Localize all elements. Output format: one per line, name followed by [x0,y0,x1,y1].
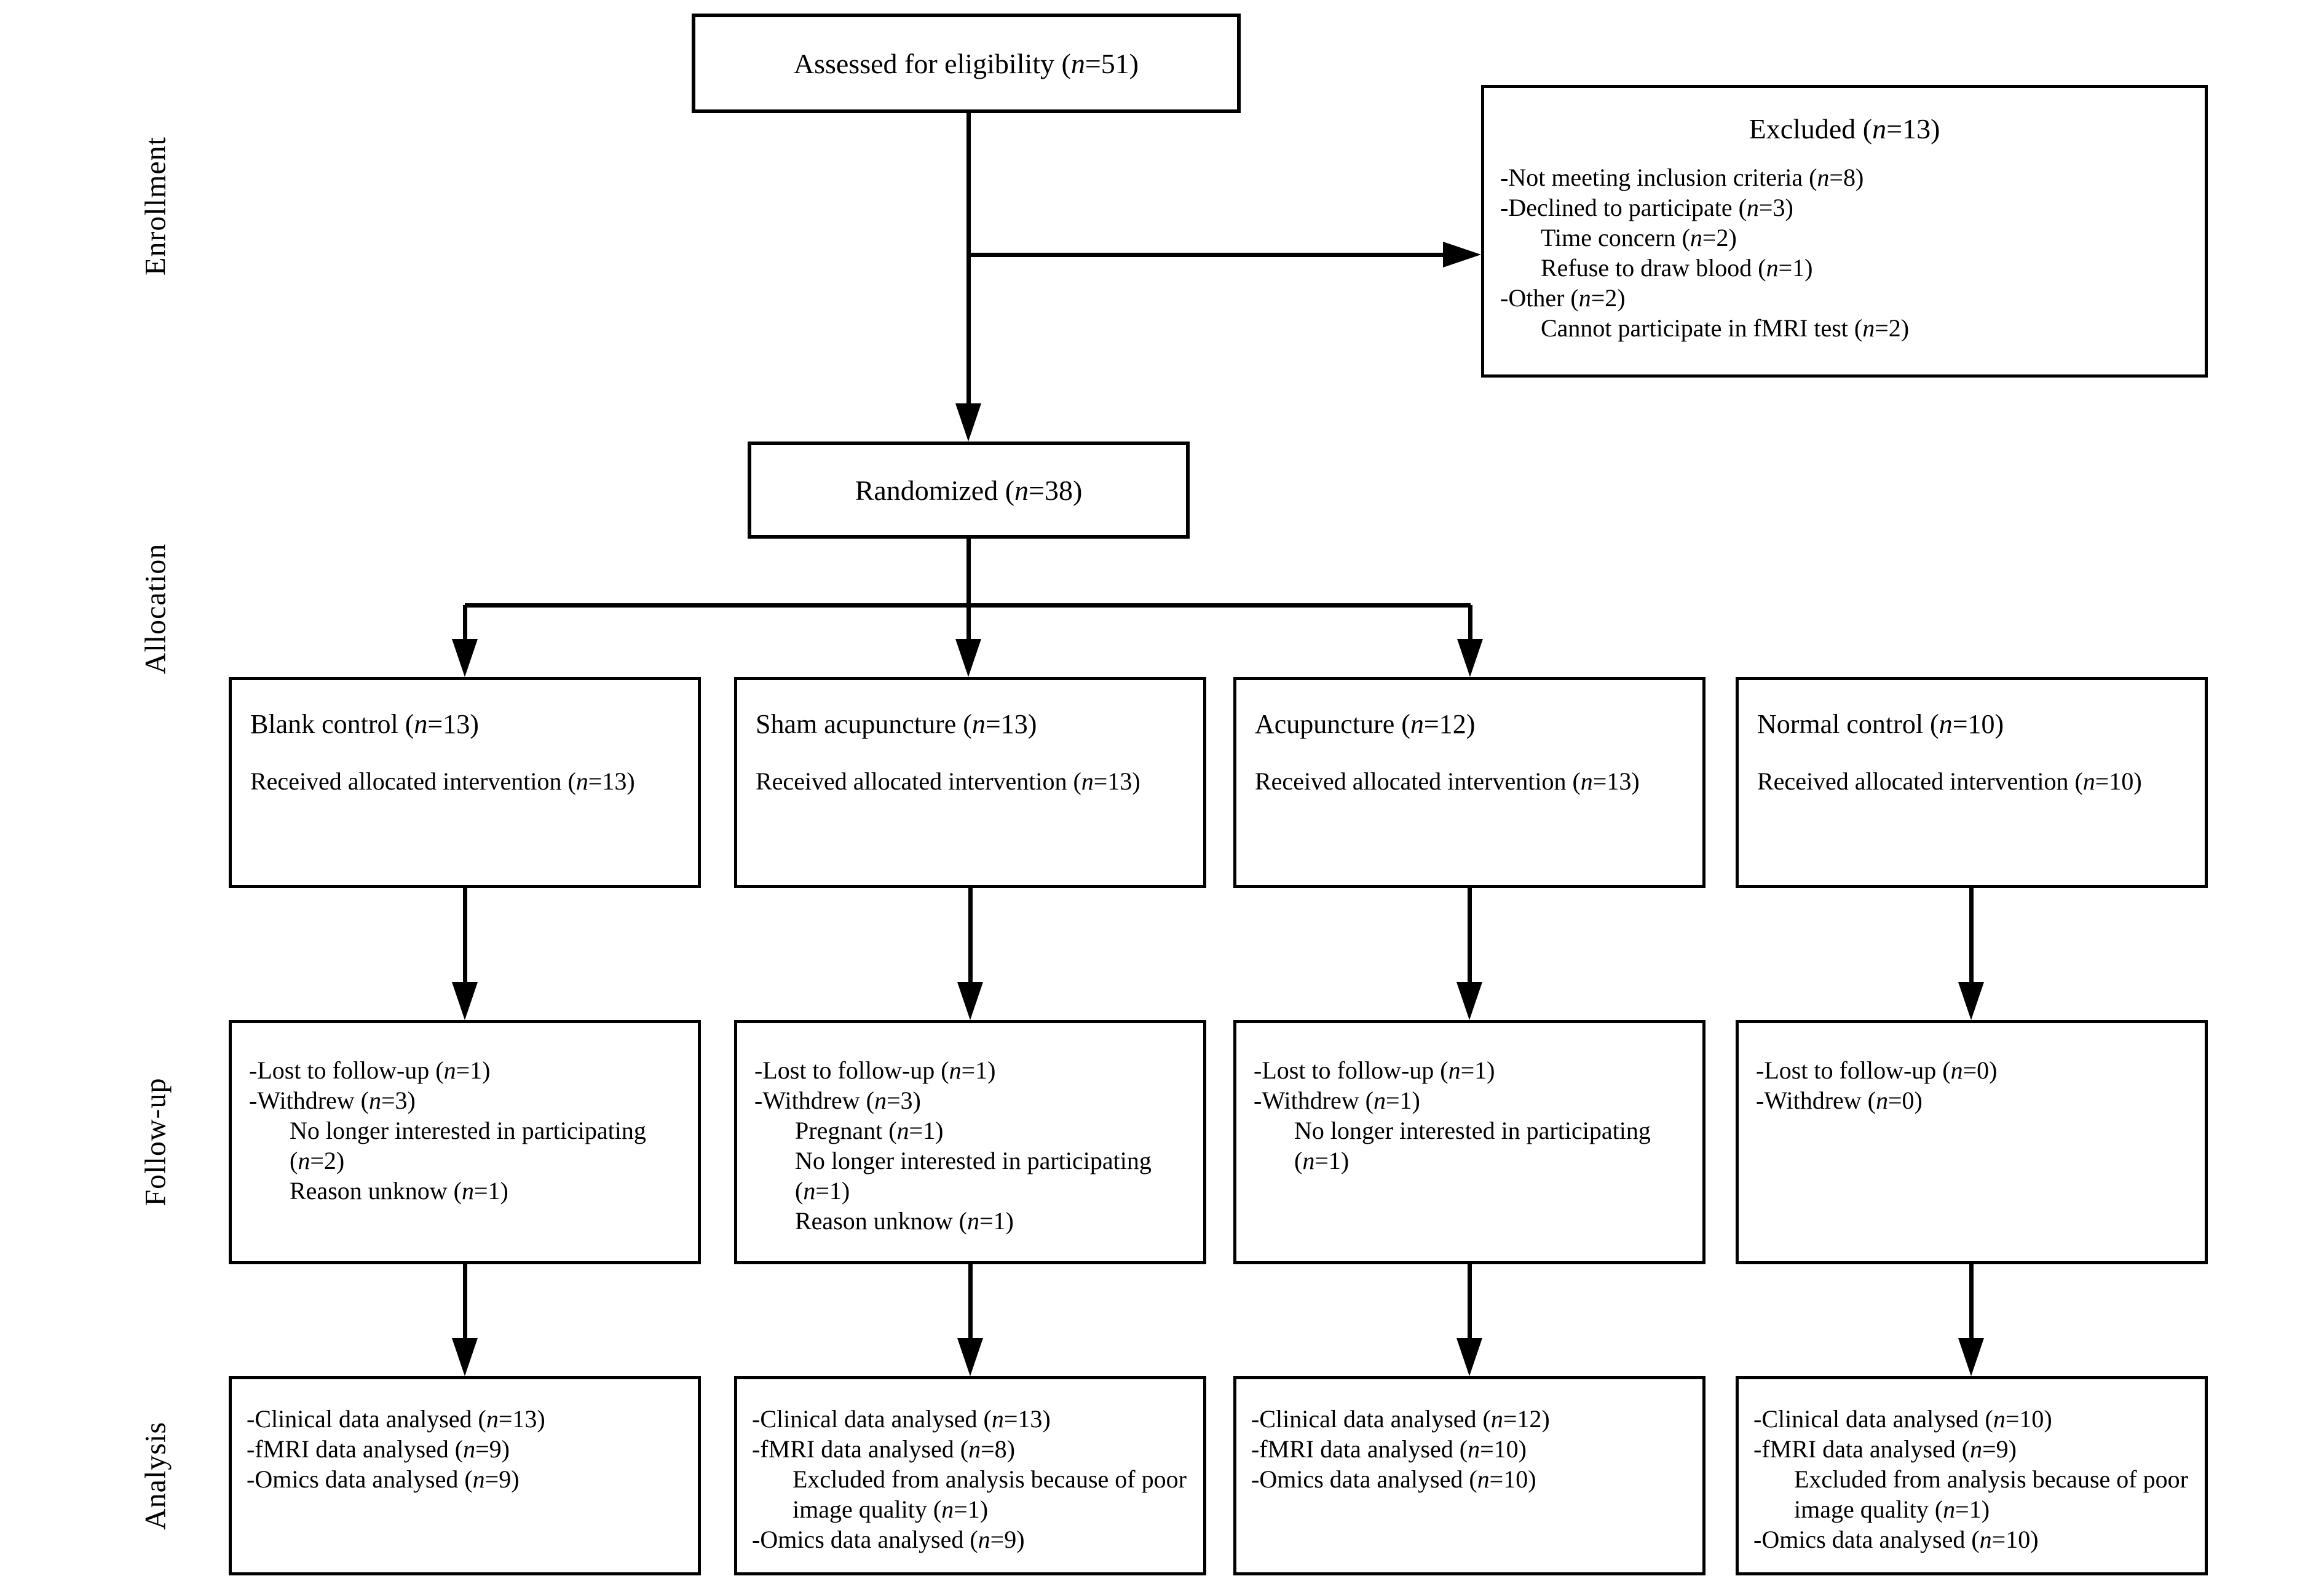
list-item: -Omics data analysed (n=9) [752,1526,1025,1553]
arrowhead-fu-3 [1456,982,1482,1020]
list-item: Reason unknow (n=1) [290,1177,508,1205]
followup-box-acupuncture: -Lost to follow-up (n=1) -Withdrew (n=1)… [1233,1020,1705,1264]
list-item: -fMRI data analysed (n=8) [752,1435,1015,1463]
arrowhead-an-1 [452,1338,478,1376]
received-line: Received allocated intervention (n=13) [756,767,1140,795]
followup-box-normal-control: -Lost to follow-up (n=0) -Withdrew (n=0) [1736,1020,2208,1264]
list-item: (n=2) [290,1147,345,1174]
followup-box-blank-control: -Lost to follow-up (n=1) -Withdrew (n=3)… [229,1020,701,1264]
received-line: Received allocated intervention (n=13) [1255,767,1640,795]
stage-label-followup: Follow-up [139,1077,172,1206]
list-item: (n=1) [795,1177,850,1205]
drop-line-group1 [463,605,467,640]
received-line: Received allocated intervention (n=10) [1757,767,2142,795]
analysis-box-acupuncture: -Clinical data analysed (n=12) -fMRI dat… [1233,1376,1705,1575]
list-item: -Withdrew (n=3) [249,1087,416,1114]
list-item: Reason unknow (n=1) [795,1207,1014,1235]
list-item: -Clinical data analysed (n=10) [1753,1405,2052,1433]
list-item: -fMRI data analysed (n=9) [1753,1435,2017,1463]
connector-fu-an-4 [1969,1264,1974,1339]
list-item: Excluded from analysis because of poor [1794,1465,2188,1493]
list-item: (n=1) [1294,1147,1350,1174]
list-item: image quality (n=1) [1794,1495,1990,1523]
received-line: Received allocated intervention (n=13) [250,767,635,795]
list-item: -Lost to follow-up (n=1) [754,1056,996,1084]
stage-label-allocation: Allocation [139,543,172,675]
arrowhead-into-excluded [1443,242,1481,267]
list-item: No longer interested in participating [1294,1117,1651,1144]
arrowhead-fu-4 [1958,982,1984,1020]
drop-line-group3 [1468,605,1472,640]
list-item: No longer interested in participating [290,1117,646,1144]
list-item: Excluded from analysis because of poor [792,1465,1187,1493]
allocation-box-sham-acupuncture: Sham acupuncture (n=13) Received allocat… [734,677,1206,888]
group-title: Normal control (n=10) [1757,709,2004,739]
stage-label-analysis: Analysis [139,1422,172,1530]
excluded-title: Excluded (n=13) [1749,113,1940,145]
list-item: -Omics data analysed (n=10) [1753,1526,2039,1553]
arrowhead-an-3 [1456,1338,1482,1376]
list-item: -fMRI data analysed (n=9) [247,1435,510,1463]
connector-randomized-down [966,539,971,640]
list-item: -Other (n=2) [1500,284,1626,312]
analysis-box-sham-acupuncture: -Clinical data analysed (n=13) -fMRI dat… [734,1376,1206,1575]
arrowhead-fu-1 [452,982,478,1020]
connector-assessed-to-randomized [966,113,971,403]
connector-alloc-fu-4 [1969,888,1974,983]
connector-fu-an-1 [463,1264,467,1339]
list-item: -Declined to participate (n=3) [1500,194,1793,221]
arrowhead-into-randomized [955,403,981,442]
list-item: -fMRI data analysed (n=10) [1251,1435,1527,1463]
list-item: -Omics data analysed (n=9) [247,1465,520,1493]
list-item: -Lost to follow-up (n=1) [249,1056,491,1084]
distributor-line [465,603,1471,608]
list-item: -Clinical data analysed (n=13) [247,1405,545,1433]
connector-alloc-fu-1 [463,888,467,983]
analysis-box-normal-control: -Clinical data analysed (n=10) -fMRI dat… [1736,1376,2208,1575]
analysis-box-blank-control: -Clinical data analysed (n=13) -fMRI dat… [229,1376,701,1575]
randomized-box: Randomized (n=38) [748,442,1190,539]
followup-box-sham-acupuncture: -Lost to follow-up (n=1) -Withdrew (n=3)… [734,1020,1206,1264]
allocation-box-normal-control: Normal control (n=10) Received allocated… [1736,677,2208,888]
connector-alloc-fu-2 [968,888,973,983]
allocation-box-blank-control: Blank control (n=13) Received allocated … [229,677,701,888]
assessed-box: Assessed for eligibility (n=51) [692,14,1241,113]
group-title: Acupuncture (n=12) [1255,709,1476,739]
list-item: -Lost to follow-up (n=0) [1756,1056,1998,1084]
list-item: Refuse to draw blood (n=1) [1541,254,1813,282]
list-item: -Withdrew (n=0) [1756,1087,1923,1114]
connector-fu-an-3 [1468,1264,1472,1339]
assessed-label: Assessed for eligibility (n=51) [793,47,1139,79]
list-item: Cannot participate in fMRI test (n=2) [1541,314,1910,342]
list-item: Pregnant (n=1) [795,1117,944,1144]
arrowhead-an-4 [1958,1338,1984,1376]
connector-to-excluded [966,253,1446,257]
excluded-box: Excluded (n=13) -Not meeting inclusion c… [1481,85,2208,378]
list-item: -Clinical data analysed (n=12) [1251,1405,1550,1433]
arrowhead-fu-2 [957,982,983,1020]
randomized-label: Randomized (n=38) [855,474,1083,506]
arrowhead-an-2 [957,1338,983,1376]
list-item: -Not meeting inclusion criteria (n=8) [1500,164,1864,191]
list-item: No longer interested in participating [795,1147,1152,1174]
arrowhead-into-group2 [955,639,981,677]
list-item: -Withdrew (n=1) [1254,1087,1420,1114]
list-item: -Withdrew (n=3) [754,1087,921,1114]
group-title: Blank control (n=13) [250,709,479,739]
list-item: -Omics data analysed (n=10) [1251,1465,1536,1493]
arrowhead-into-group1 [452,639,478,677]
allocation-box-acupuncture: Acupuncture (n=12) Received allocated in… [1233,677,1705,888]
connector-fu-an-2 [968,1264,973,1339]
excluded-lines: -Not meeting inclusion criteria (n=8) -D… [1484,162,2205,343]
list-item: Time concern (n=2) [1541,224,1737,251]
list-item: -Lost to follow-up (n=1) [1254,1056,1495,1084]
stage-label-enrollment: Enrollment [139,137,172,275]
arrowhead-into-group3 [1457,639,1483,677]
group-title: Sham acupuncture (n=13) [756,709,1037,739]
list-item: image quality (n=1) [792,1495,989,1523]
list-item: -Clinical data analysed (n=13) [752,1405,1051,1433]
connector-alloc-fu-3 [1468,888,1472,983]
